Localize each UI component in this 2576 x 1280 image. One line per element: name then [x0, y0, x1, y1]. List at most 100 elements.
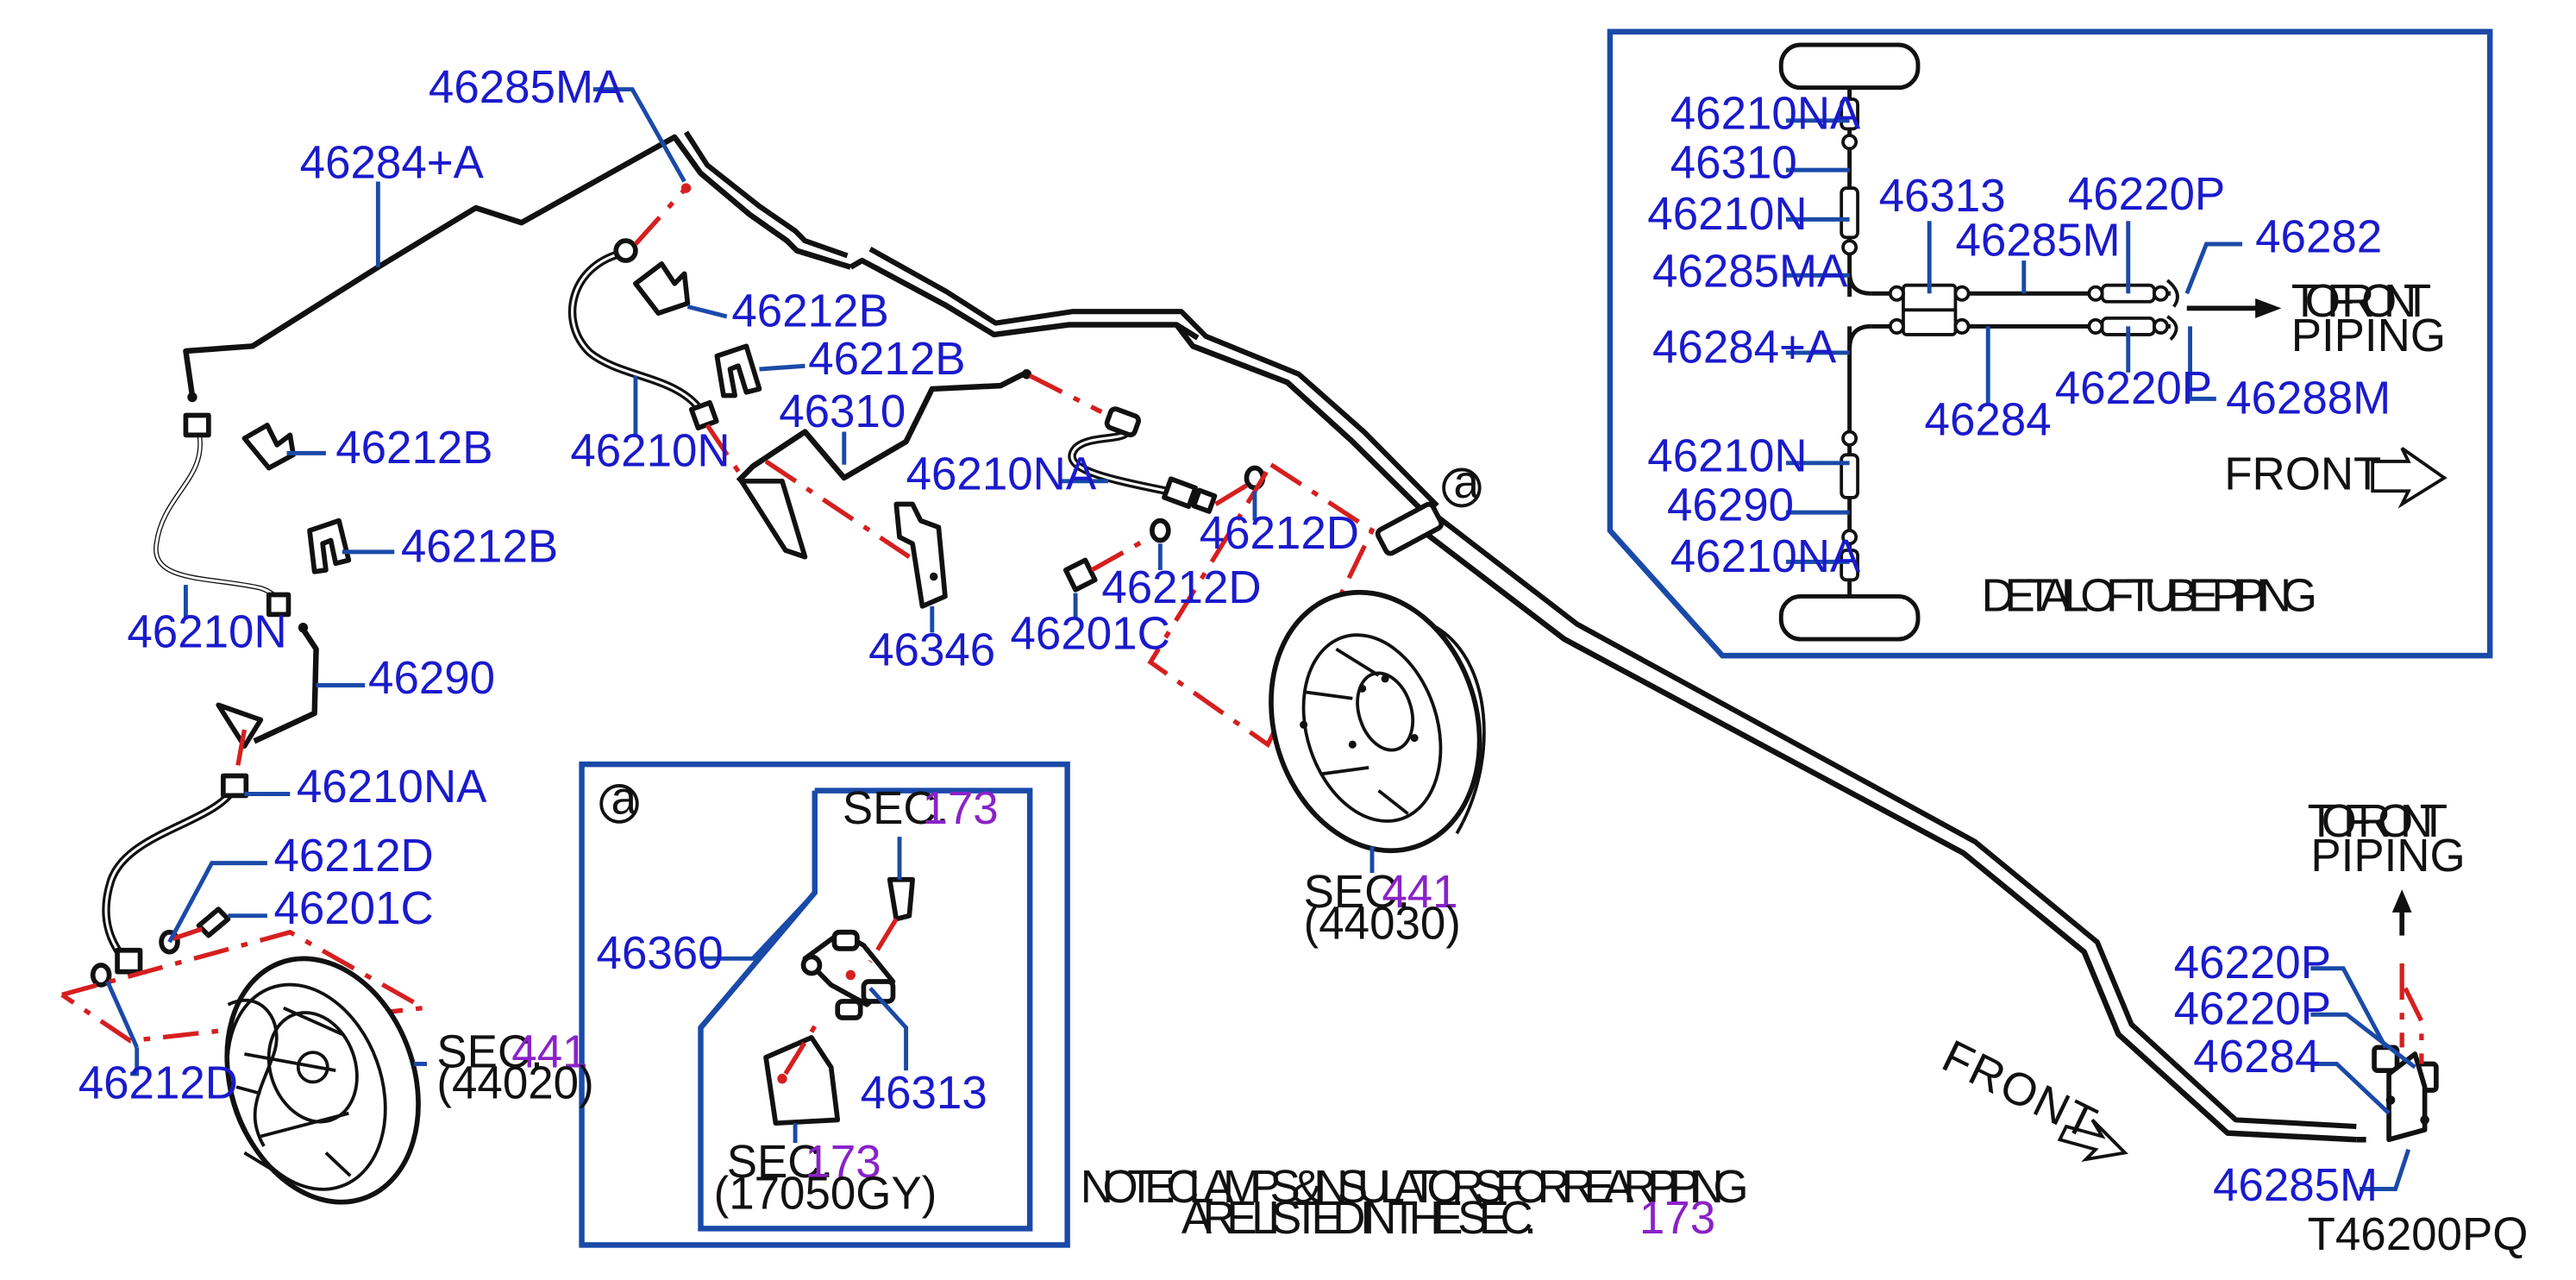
note-line-2-ref: 173 — [1639, 1193, 1715, 1244]
bolt-sec173 — [887, 876, 915, 922]
callout-46212D-c: 46212D — [1200, 508, 1359, 559]
bracket-sec173 — [763, 1035, 841, 1126]
sec-inset-bolt-prefix: SEC. — [843, 783, 949, 834]
sec-inset-bolt-num: 173 — [922, 783, 998, 834]
callout-46290: 46290 — [368, 653, 495, 704]
bolt-46201C — [196, 907, 231, 938]
sec-inset-bracket-code: (17050GY) — [714, 1168, 937, 1219]
callout-46310: 46310 — [779, 386, 906, 437]
callout-46346: 46346 — [868, 624, 995, 675]
sec-right-num: 441 — [1382, 867, 1457, 918]
to-front-piping-line1: TO FRONT — [2308, 796, 2448, 847]
hose-end-fitting — [115, 947, 143, 975]
main-brake-tube — [183, 130, 2366, 1143]
section-references: SEC. 441 (44020) SEC. 441 (44030) SEC. 1… — [436, 783, 1461, 1220]
detail-46210NA-bottom: 46210NA — [1670, 531, 1861, 582]
detail-46284A: 46284+A — [1652, 322, 1837, 373]
callout-46220P-2: 46220P — [2174, 983, 2331, 1034]
callout-46212D-a: 46212D — [273, 831, 433, 882]
front-label: FRONT — [1934, 1031, 2105, 1150]
diagram-code: T46200PQ — [2308, 1209, 2529, 1260]
detail-46220P-top: 46220P — [2068, 169, 2225, 220]
center-hose-46210NA — [1068, 406, 1218, 514]
callout-46285MA: 46285MA — [429, 62, 624, 113]
hose-end-fitting — [183, 412, 211, 438]
clip-46212B — [633, 261, 691, 317]
hose-end-fitting — [221, 773, 249, 799]
to-front-piping-line2: PIPING — [2310, 831, 2465, 882]
clip-46212B — [714, 343, 762, 398]
note-line-2: ARE LISTED IN THE SEC. — [1181, 1193, 1537, 1244]
leader-lines — [105, 87, 2416, 1192]
detail-a-box — [579, 761, 1070, 1248]
left-hose-46210NA — [102, 729, 249, 975]
callout-46284: 46284 — [2193, 1032, 2320, 1082]
sec-left-num: 441 — [511, 1026, 587, 1077]
left-hose-46210N — [154, 392, 309, 633]
sec-left-prefix: SEC. — [436, 1026, 542, 1077]
detail-46288M: 46288M — [2226, 373, 2391, 424]
callout-46313: 46313 — [861, 1068, 987, 1119]
callout-46360: 46360 — [597, 928, 724, 979]
callout-46201C-center: 46201C — [1011, 608, 1170, 659]
hose-end-fitting — [266, 592, 291, 618]
detail-schematic — [1778, 42, 2448, 642]
detail-46285M: 46285M — [1955, 215, 2120, 266]
washer-46212D — [90, 963, 112, 988]
tube-piping-detail-box — [1607, 28, 2493, 659]
callout-46212B-2: 46212B — [401, 521, 558, 572]
detail-46210N-bottom: 46210N — [1647, 430, 1807, 481]
detail-labels: 46210NA 46310 46210N 46285MA 46284+A 462… — [1647, 88, 2446, 622]
clip-46212B — [241, 423, 296, 471]
tube-46290 — [216, 627, 319, 749]
detail-46210NA-top: 46210NA — [1670, 88, 1861, 139]
wheel-bottom — [1778, 593, 1921, 642]
callout-46210NA-left: 46210NA — [297, 762, 487, 813]
callout-46284A: 46284+A — [300, 137, 485, 188]
callout-46212B-1: 46212B — [335, 423, 492, 474]
sec-right-code: (44030) — [1304, 898, 1461, 949]
ref-circle-a — [1442, 467, 1482, 508]
callout-46210N-center: 46210N — [570, 425, 730, 476]
sec-inset-bracket-num: 173 — [805, 1137, 881, 1188]
callout-46285M: 46285M — [2213, 1160, 2378, 1211]
detail-title: DETAIL OF TUBE PIPING — [1982, 570, 2317, 621]
ref-circle-a-label: a — [1453, 457, 1479, 508]
detail-46220P-bottom: 46220P — [2055, 363, 2212, 414]
callout-46212D-d: 46212D — [1101, 562, 1261, 613]
detail-46210N-top: 46210N — [1647, 189, 1807, 240]
sec-right-prefix: SEC. — [1304, 867, 1410, 918]
bracket-46346 — [893, 501, 948, 609]
callout-labels: 46285MA 46284+A 46212B 46212B 46210N 462… — [78, 62, 2378, 1211]
clip-46212B — [307, 518, 352, 574]
detail-46285MA: 46285MA — [1652, 246, 1848, 297]
tube-bracket — [738, 478, 808, 560]
sec-left-code: (44020) — [436, 1057, 593, 1108]
detail-46313: 46313 — [1879, 171, 2006, 222]
callout-46220P-1: 46220P — [2174, 938, 2331, 988]
detail-46282: 46282 — [2255, 211, 2382, 262]
tube-clamp — [1375, 501, 1445, 556]
bolt-46201C — [1062, 557, 1098, 593]
front-direction-arrow — [2057, 1119, 2128, 1163]
to-front-arrow — [2391, 889, 2412, 913]
detail-46284: 46284 — [1925, 394, 2052, 445]
detail-to-front-arrow — [2255, 298, 2282, 318]
callout-46212D-b: 46212D — [78, 1057, 238, 1108]
callout-46201C-left: 46201C — [273, 883, 433, 934]
detail-to-front-line2: PIPING — [2291, 311, 2446, 361]
tube-bracket — [216, 702, 264, 749]
sec-inset-bracket-prefix: SEC. — [727, 1137, 833, 1188]
front-junction — [2372, 889, 2439, 1143]
detail-to-front-line1: TO FRONT — [2291, 276, 2432, 327]
detail-front-label: FRONT — [2224, 449, 2381, 499]
right-backing-plate — [1269, 589, 1486, 854]
detail-a-circle — [599, 784, 639, 824]
detail-46310: 46310 — [1670, 137, 1797, 188]
callout-46212B-4: 46212B — [808, 334, 965, 385]
wheel-top — [1778, 42, 1921, 91]
left-backing-plate — [224, 956, 421, 1205]
tube-46310 — [736, 369, 1103, 560]
detail-a-circle-label: a — [611, 773, 637, 824]
